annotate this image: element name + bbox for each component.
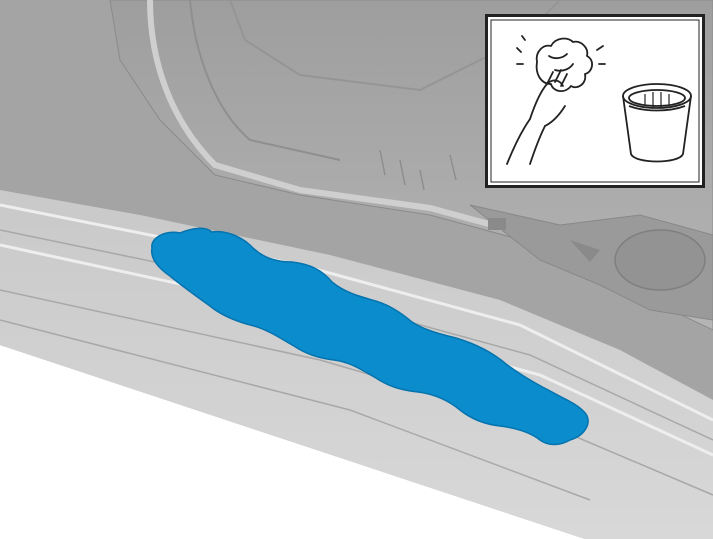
cleaning-area-highlight (150, 227, 589, 446)
cleaning-instruction-inset (485, 14, 705, 188)
door-frame-edge (147, 0, 541, 241)
hand-with-cloth-icon (506, 35, 606, 165)
water-bucket-icon (622, 83, 692, 163)
